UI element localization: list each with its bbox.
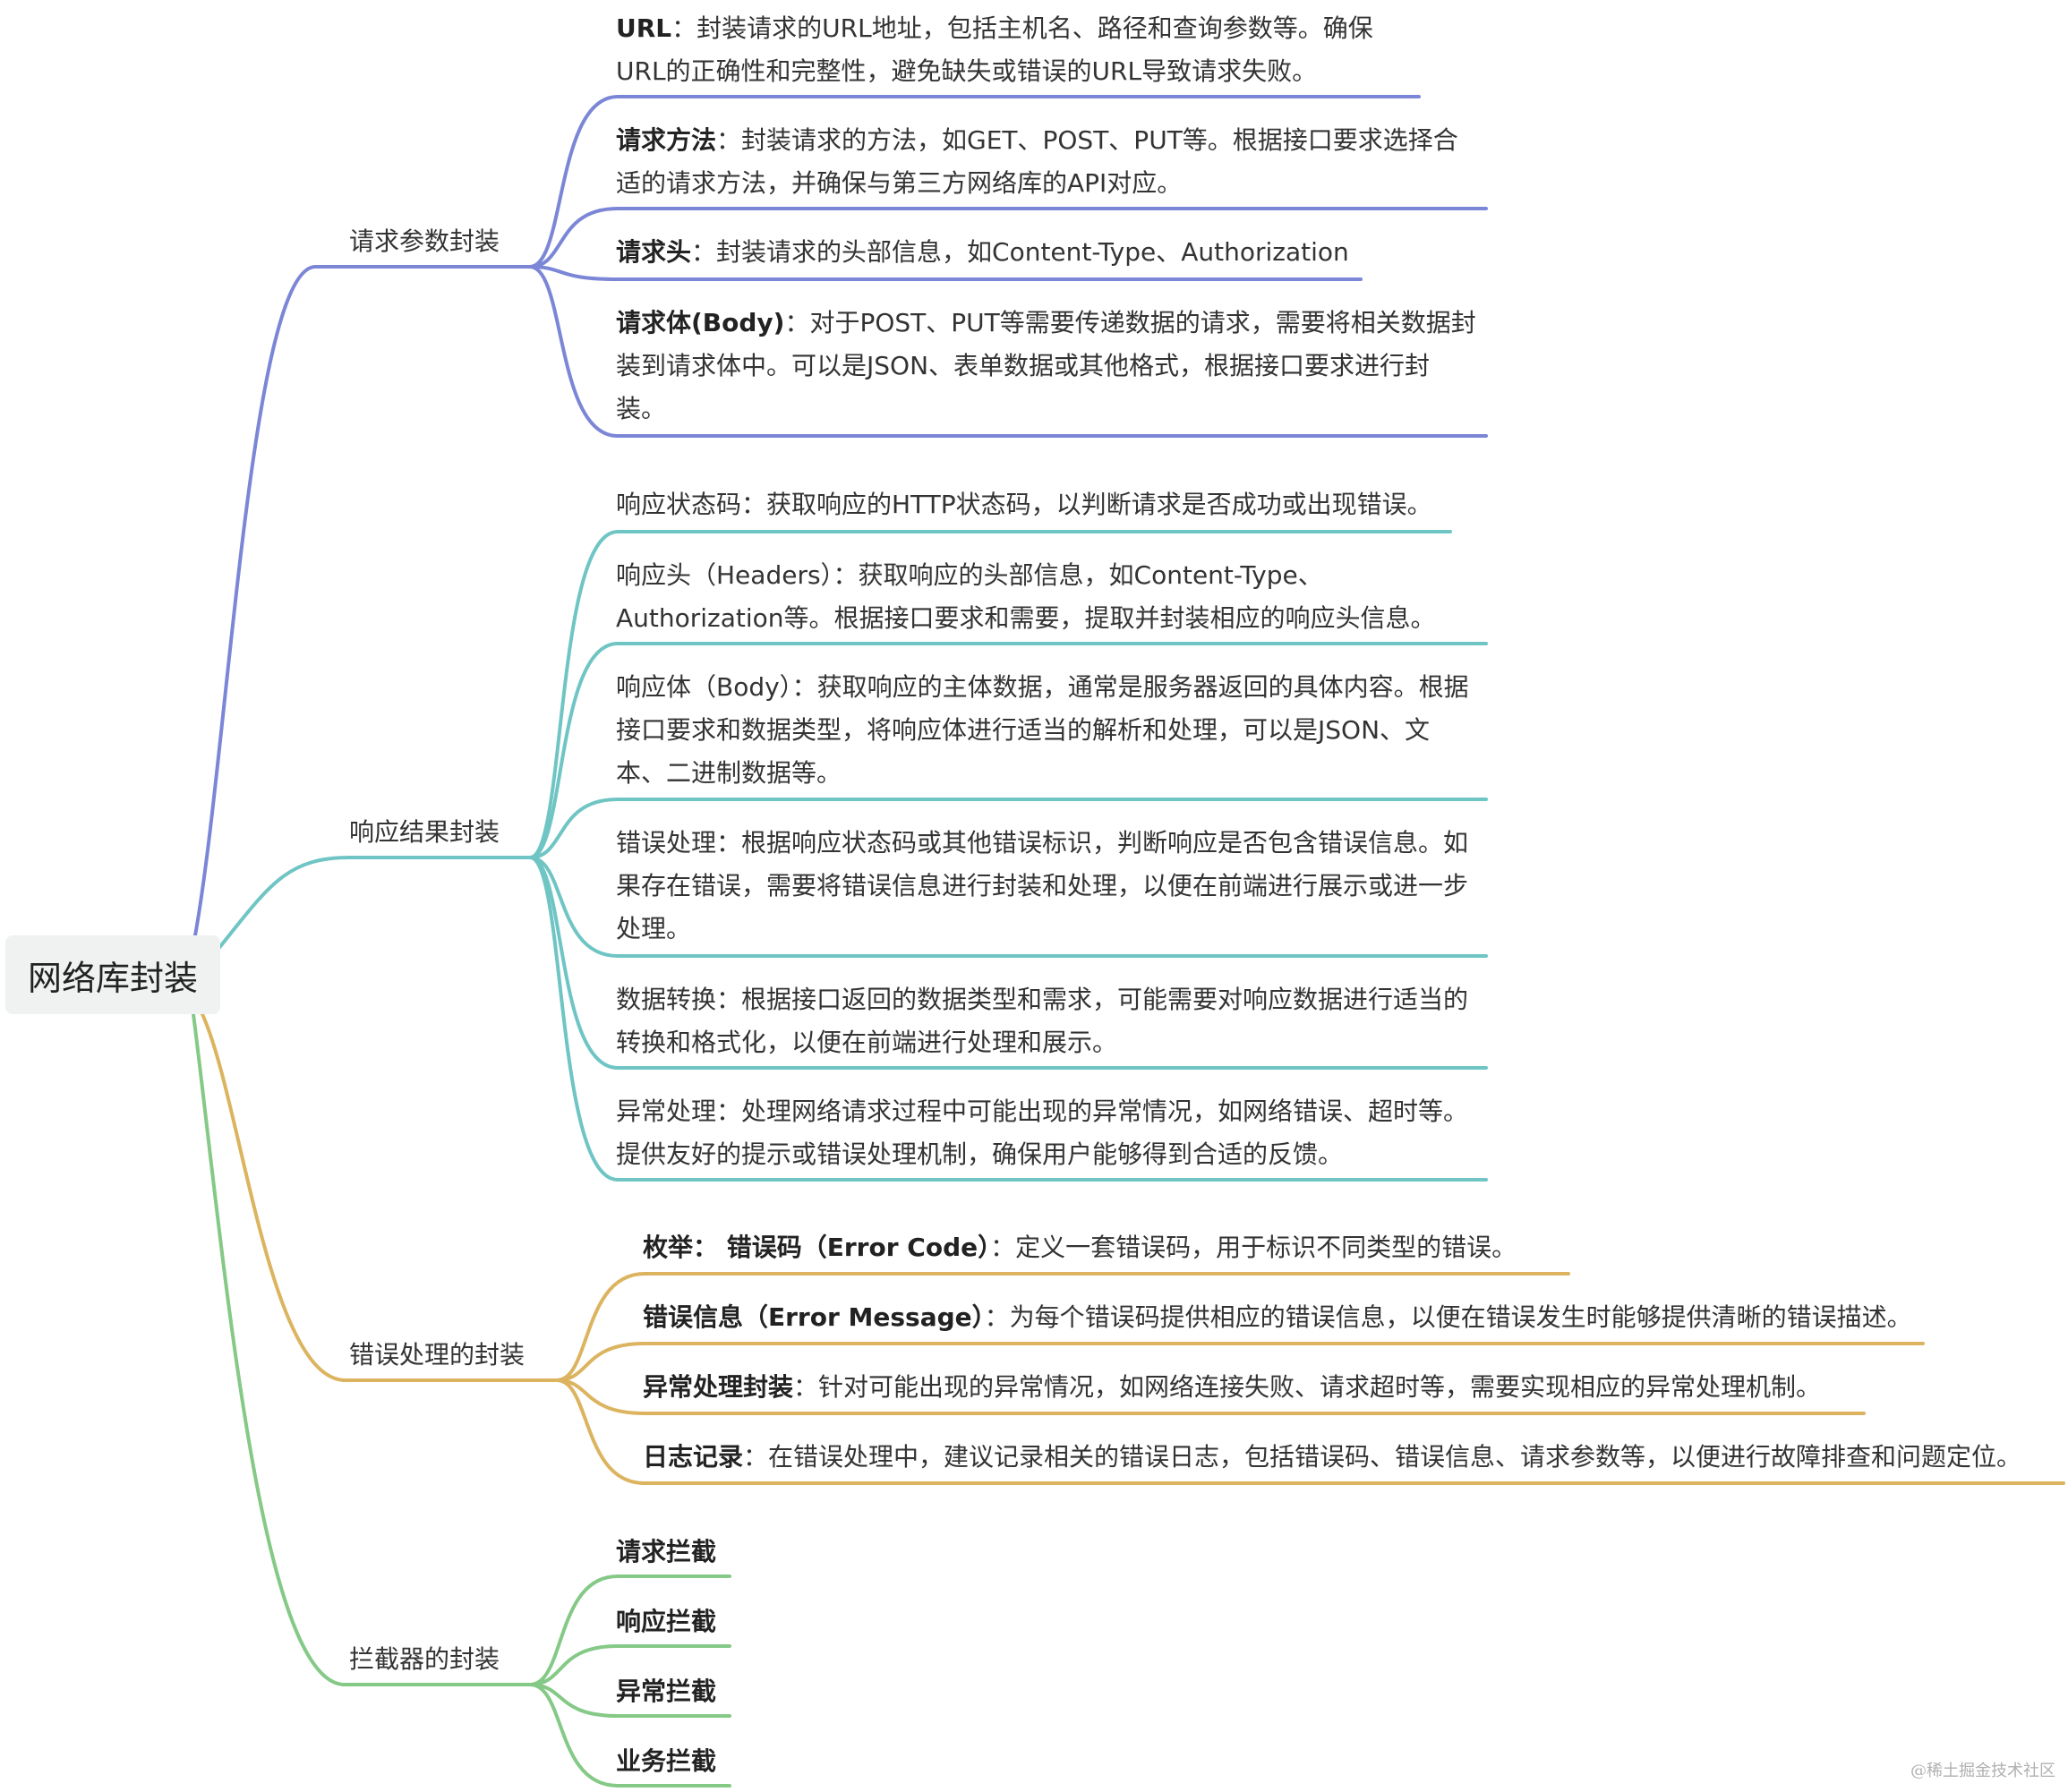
response-item-headers[interactable]: 响应头（Headers）：获取响应的头部信息，如Content-Type、Aut…: [616, 560, 1436, 633]
error-item-code[interactable]: 枚举： 错误码（Error Code）：定义一套错误码，用于标识不同类型的错误。: [643, 1226, 1583, 1269]
leaf-connector: [555, 1342, 1925, 1382]
watermark: @稀土掘金技术社区: [1910, 1762, 2055, 1780]
connector-root-error: [201, 1012, 346, 1382]
leaf-connector: [528, 265, 1488, 438]
interceptor-item-response[interactable]: 响应拦截: [616, 1607, 717, 1636]
request-item-method[interactable]: 请求方法：封装请求的方法，如GET、POST、PUT等。根据接口要求选择合适的请…: [616, 119, 1475, 205]
item-bold: 枚举： 错误码（Error Code）: [643, 1233, 991, 1262]
item-bold: 请求头: [616, 237, 692, 267]
interceptor-item-business[interactable]: 业务拦截: [616, 1746, 717, 1776]
root-label: 网络库封装: [27, 958, 198, 998]
request-item-body[interactable]: 请求体(Body)：对于POST、PUT等需要传递数据的请求，需要将相关数据封装…: [616, 302, 1480, 431]
leaf-connector: [528, 1644, 731, 1686]
leaf-connector: [528, 856, 1488, 1182]
leaf-connector: [528, 95, 1421, 269]
leaf-connector: [555, 1378, 2065, 1485]
item-text: ：定义一套错误码，用于标识不同类型的错误。: [990, 1233, 1517, 1262]
item-text: ：封装请求的方法，如GET、POST、PUT等。根据接口要求选择合适的请求方法，…: [616, 125, 1458, 198]
response-item-error-handling[interactable]: 错误处理：根据响应状态码或其他错误标识，判断响应是否包含错误信息。如果存在错误，…: [616, 828, 1469, 943]
leaf-connector: [528, 1683, 731, 1718]
item-bold: 日志记录: [643, 1442, 744, 1472]
item-text: ：封装请求的头部信息，如Content-Type、Authorization: [691, 237, 1349, 267]
connector-root-request: [193, 265, 317, 937]
request-item-headers[interactable]: 请求头：封装请求的头部信息，如Content-Type、Authorizatio…: [616, 231, 1422, 274]
leaf-connector: [528, 207, 1488, 269]
item-text: ：对于POST、PUT等需要传递数据的请求，需要将相关数据封装到请求体中。可以是…: [616, 308, 1476, 423]
branch-interceptor[interactable]: 拦截器的封装: [349, 1644, 500, 1674]
branch-response[interactable]: 响应结果封装: [349, 817, 500, 847]
leaf-connector: [528, 642, 1488, 859]
item-bold: 请求方法: [616, 125, 717, 155]
leaf-connector: [555, 1378, 1866, 1415]
item-bold: 请求体(Body): [616, 308, 785, 337]
error-item-logging[interactable]: 日志记录：在错误处理中，建议记录相关的错误日志，包括错误码、错误信息、请求参数等…: [643, 1436, 2066, 1479]
response-item-body[interactable]: 响应体（Body）：获取响应的主体数据，通常是服务器返回的具体内容。根据接口要求…: [616, 672, 1469, 788]
leaf-connector: [528, 530, 1452, 859]
leaf-connector: [555, 1272, 1570, 1382]
connector-root-response: [217, 856, 351, 951]
response-item-status[interactable]: 响应状态码：获取响应的HTTP状态码，以判断请求是否成功或出现错误。: [616, 490, 1432, 519]
interceptor-item-request[interactable]: 请求拦截: [616, 1537, 717, 1566]
interceptor-item-exception[interactable]: 异常拦截: [616, 1677, 717, 1706]
connector-root-interceptor: [192, 1012, 346, 1686]
leaf-connector: [528, 798, 1488, 859]
item-text: ：封装请求的URL地址，包括主机名、路径和查询参数等。确保URL的正确性和完整性…: [616, 13, 1373, 86]
item-bold: 错误信息（Error Message）: [643, 1302, 985, 1332]
item-text: ：在错误处理中，建议记录相关的错误日志，包括错误码、错误信息、请求参数等，以便进…: [743, 1442, 2022, 1472]
branch-request[interactable]: 请求参数封装: [349, 226, 500, 256]
error-item-exception[interactable]: 异常处理封装：针对可能出现的异常情况，如网络连接失败、请求超时等，需要实现相应的…: [643, 1366, 1869, 1409]
item-text: ：为每个错误码提供相应的错误信息，以便在错误发生时能够提供清晰的错误描述。: [984, 1302, 1912, 1332]
request-item-url[interactable]: URL：封装请求的URL地址，包括主机名、路径和查询参数等。确保URL的正确性和…: [616, 7, 1404, 93]
item-bold: URL: [616, 13, 672, 43]
leaf-connector: [528, 856, 1488, 958]
item-text: ：针对可能出现的异常情况，如网络连接失败、请求超时等，需要实现相应的异常处理机制…: [793, 1372, 1822, 1402]
response-item-data-conversion[interactable]: 数据转换：根据接口返回的数据类型和需求，可能需要对响应数据进行适当的转换和格式化…: [616, 985, 1469, 1057]
leaf-connector: [528, 856, 1488, 1070]
root-node[interactable]: 网络库封装: [5, 935, 220, 1014]
leaf-connector: [528, 1683, 731, 1788]
response-item-exception[interactable]: 异常处理：处理网络请求过程中可能出现的异常情况，如网络错误、超时等。提供友好的提…: [616, 1097, 1469, 1169]
leaf-connector: [528, 265, 1363, 281]
branch-error[interactable]: 错误处理的封装: [349, 1340, 526, 1370]
item-bold: 异常处理封装: [643, 1372, 794, 1402]
leaf-connector: [528, 1574, 731, 1686]
error-item-message[interactable]: 错误信息（Error Message）：为每个错误码提供相应的错误信息，以便在错…: [643, 1296, 1932, 1339]
